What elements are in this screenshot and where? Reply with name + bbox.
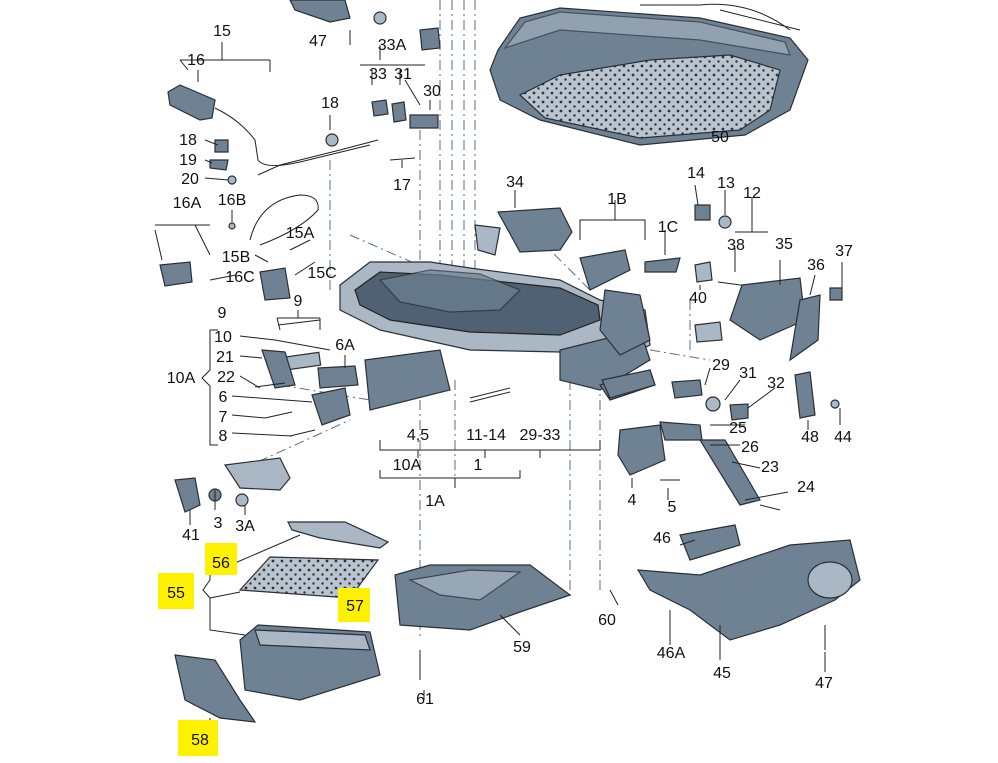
- callout-label: 38: [727, 237, 745, 254]
- callout-label: 17: [393, 177, 411, 194]
- callout-label-highlighted: 55: [167, 585, 185, 602]
- callout-label: 29: [712, 357, 730, 374]
- leader-lines: [155, 30, 843, 722]
- callout-label: 36: [807, 257, 825, 274]
- callout-label: 15: [213, 23, 231, 40]
- callout-label: 6A: [335, 337, 355, 354]
- callout-label: 25: [729, 420, 747, 437]
- callout-label: 26: [741, 439, 759, 456]
- callout-label: 20: [181, 171, 199, 188]
- callout-label: 30: [423, 83, 441, 100]
- callout-label: 3: [214, 515, 223, 532]
- callout-label: 32: [767, 375, 785, 392]
- callout-label: 50: [711, 129, 729, 146]
- callout-label: 16A: [173, 195, 202, 212]
- callout-label: 46: [653, 530, 671, 547]
- callout-label: 1: [474, 457, 483, 474]
- callout-label: 15A: [286, 225, 315, 242]
- callout-label: 24: [797, 479, 815, 496]
- callout-label: 15B: [222, 249, 250, 266]
- callout-label: 10A: [393, 457, 422, 474]
- callout-label: 18: [179, 132, 197, 149]
- callout-label: 1C: [658, 219, 678, 236]
- callout-label: 1A: [425, 493, 445, 510]
- callout-label: 47: [815, 675, 833, 692]
- callout-label: 59: [513, 639, 531, 656]
- callout-label: 4: [628, 492, 637, 509]
- callout-label: 12: [743, 185, 761, 202]
- seat-frame-part: [339, 261, 656, 411]
- callout-label-highlighted: 56: [212, 555, 230, 572]
- callout-label: 6: [219, 389, 228, 406]
- callout-label: 34: [506, 174, 524, 191]
- callout-label: 19: [179, 152, 197, 169]
- callout-label: 46A: [657, 645, 686, 662]
- callout-label: 40: [689, 290, 707, 307]
- callout-label: 61: [416, 691, 434, 708]
- seat-cushion-part: [489, 3, 809, 146]
- callout-label: 18: [321, 95, 339, 112]
- left-mechanism-parts: [174, 319, 359, 513]
- callout-label: 11-14: [466, 427, 506, 444]
- callout-label: 1B: [607, 191, 627, 208]
- callout-label: 10: [214, 329, 232, 346]
- right-lower-parts: [601, 369, 861, 650]
- upper-left-parts: [154, 0, 441, 301]
- callout-label: 37: [835, 243, 853, 260]
- callout-label: 9: [294, 293, 303, 310]
- callout-label: 33A: [378, 37, 407, 54]
- callout-label-highlighted: 58: [191, 732, 209, 749]
- callout-label: 16: [187, 52, 205, 69]
- callout-label: 60: [598, 612, 616, 629]
- callout-label: 4,5: [407, 427, 429, 444]
- callout-label: 31: [394, 66, 412, 83]
- callout-label: 21: [216, 349, 234, 366]
- callout-label: 45: [713, 665, 731, 682]
- callout-label: 5: [668, 499, 677, 516]
- callout-label: 48: [801, 429, 819, 446]
- callout-label: 23: [761, 459, 779, 476]
- callout-label: 8: [219, 428, 228, 445]
- callout-label: 15C: [307, 265, 336, 282]
- callout-label: 16B: [218, 192, 246, 209]
- lower-centre-parts: [174, 521, 572, 723]
- highlight-boxes: [158, 543, 370, 756]
- callout-label: 14: [687, 165, 705, 182]
- callout-label: 7: [219, 409, 228, 426]
- callout-label: 10A: [167, 370, 196, 387]
- callout-label: 22: [217, 369, 235, 386]
- callout-label: 29-33: [520, 427, 561, 444]
- callout-label: 35: [775, 236, 793, 253]
- callout-label: 16C: [225, 269, 254, 286]
- callout-label: 44: [834, 429, 852, 446]
- callout-label: 41: [182, 527, 200, 544]
- callout-label: 3A: [235, 518, 255, 535]
- callout-label: 33: [369, 66, 387, 83]
- callout-label: 9: [218, 305, 227, 322]
- callout-label: 31: [739, 365, 757, 382]
- right-upper-parts: [474, 204, 843, 362]
- callout-label: 47: [309, 33, 327, 50]
- callout-label: 13: [717, 175, 735, 192]
- callout-label-highlighted: 57: [346, 598, 364, 615]
